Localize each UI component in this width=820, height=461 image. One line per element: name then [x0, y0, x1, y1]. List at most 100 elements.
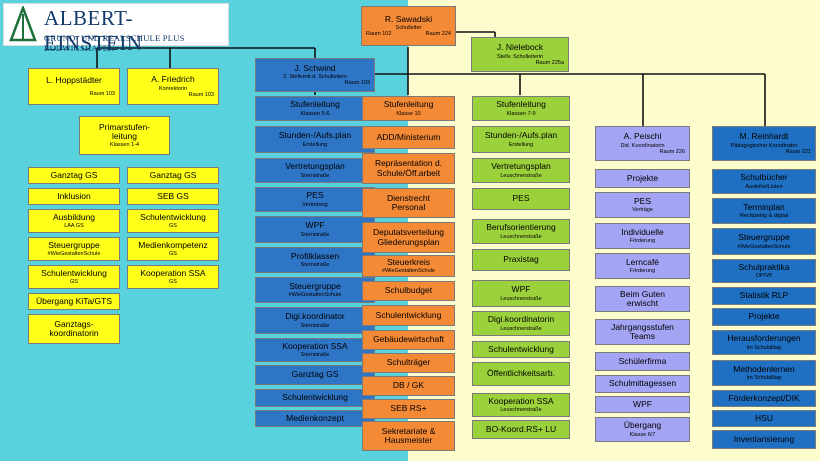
hoppstaedter-box: L. Hoppstädter Raum 103 — [28, 68, 120, 105]
item-subtitle: Sternstraße — [300, 231, 330, 238]
item-title: Schulträger — [386, 357, 431, 368]
item-title: Stufenleitung — [496, 99, 546, 110]
peischl-box: A. Peischl Did. Koordinatorin Raum 226 — [595, 126, 690, 161]
item-title-line2: Gliederungsplan — [377, 236, 440, 247]
deputy1-role: 2. Stellvertr.d. Schulleiters — [283, 74, 347, 81]
item-subtitle: Vertretung — [302, 201, 328, 208]
blue-col-item: Ganztag GS — [255, 365, 375, 385]
item-title: PES — [512, 193, 530, 204]
item-subtitle: Sternstraße — [300, 322, 330, 329]
item-subtitle: GS — [70, 279, 78, 286]
item-title: Herausforderungen — [727, 333, 801, 344]
friedrich-room: Raum 103 — [188, 91, 214, 98]
deputy2-name: J. Nielebock — [496, 42, 544, 53]
item-subtitle: #WieGestaltenSchule — [737, 243, 791, 250]
item-title: Ausbildung — [52, 211, 96, 222]
item-title: Förderkonzept/DIK — [728, 392, 800, 403]
blue-col-item: Medienkonzept — [255, 410, 375, 427]
rb-col-item: Projekte — [712, 308, 816, 326]
item-title: Profilklassen — [290, 250, 340, 261]
item-title: Jahrgangsstufen — [611, 321, 674, 332]
gs-right-item: SEB GS — [127, 188, 219, 205]
gs-left-item: Inklusion — [28, 188, 120, 205]
friedrich-role: Konrektorin — [158, 85, 188, 92]
rb-col-item: Statistik RLP — [712, 287, 816, 305]
rb-col-item: Förderkonzept/DIK — [712, 390, 816, 407]
item-title: Beim Guten — [620, 288, 665, 299]
item-title: Digi.koordinator — [285, 311, 345, 322]
orange-col-item: SEB RS+ — [362, 399, 455, 419]
item-title: Statistik RLP — [739, 290, 789, 301]
purple-col-item: WPF — [595, 396, 690, 413]
logo-subtitle: Grund- und Realschule plus Ludwigshafen — [44, 33, 185, 53]
orange-col-item: Schulbudget — [362, 281, 455, 301]
deputy1-room: Raum 103 — [344, 80, 370, 87]
head-box: R. Sawadski Schulleiter Raum 102 Raum 224 — [361, 6, 456, 46]
blue-col-item: Schulentwicklung — [255, 389, 375, 407]
peischl-name: A. Peischl — [623, 131, 662, 142]
item-title: HSU — [755, 412, 773, 423]
item-title: Übergang KiTa/GTS — [35, 295, 113, 306]
peischl-role: Did. Koordinatorin — [620, 142, 665, 149]
item-title: PES — [633, 195, 651, 206]
purple-col-item: Schülerfirma — [595, 352, 690, 371]
item-title: Inklusion — [57, 190, 91, 201]
orange-col-item: ADD/Ministerium — [362, 126, 455, 149]
gs-left-item: Ganztag GS — [28, 167, 120, 184]
orange-col-item: DB / GK — [362, 376, 455, 396]
item-subtitle: Klasse 10 — [396, 110, 421, 117]
item-subtitle: Förderung — [629, 238, 656, 245]
item-title: Schulentwicklung — [488, 343, 554, 354]
blue-col-item: Steuergruppe#WieGestaltenSchule — [255, 277, 375, 303]
item-title: Stunden-/Aufs.plan — [484, 130, 558, 141]
item-subtitle: Leuschnerstraße — [500, 172, 542, 179]
primar-sub: Klassen 1-4 — [109, 142, 140, 149]
gs-right-item: Ganztag GS — [127, 167, 219, 184]
item-title: WPF — [305, 220, 325, 231]
item-title: Sekretariate & — [381, 425, 436, 436]
green-col-item: Öffentlichkeitsarb. — [472, 362, 570, 386]
orange-col-item: Repräsentation d.Schule/Öff.arbeit — [362, 153, 455, 184]
rb-col-item: HSU — [712, 410, 816, 427]
item-subtitle: Erstellung — [302, 141, 328, 148]
head-room-left: Raum 102 — [366, 31, 392, 38]
green-col-item: PES — [472, 188, 570, 210]
head-room-right: Raum 224 — [425, 31, 451, 38]
item-subtitle: Ausleihe/Listen — [745, 183, 783, 190]
item-title: WPF — [511, 284, 531, 295]
head-role: Schulleiter — [395, 25, 422, 32]
orange-col-item: Schulträger — [362, 353, 455, 373]
item-title: Schulbudget — [384, 285, 433, 296]
item-subtitle: GS — [169, 223, 177, 230]
item-title: Steuerkreis — [387, 256, 430, 267]
item-subtitle: #WieGestaltenSchule — [288, 292, 342, 299]
gs-left-item: Übergang KiTa/GTS — [28, 293, 120, 310]
item-title: Schulentwicklung — [375, 309, 442, 320]
item-title: Medienkonzept — [286, 412, 344, 423]
head-name: R. Sawadski — [384, 13, 433, 24]
item-title: Projekte — [626, 172, 659, 183]
orange-col-item: Steuerkreis#WieGestaltenSchule — [362, 255, 455, 277]
gs-left-item: Steuergruppe#WieGestaltenSchule — [28, 237, 120, 261]
reinhardt-role: Pädagogischer Koordinator — [730, 142, 798, 149]
item-subtitle: Leuschnerstraße — [500, 325, 542, 332]
